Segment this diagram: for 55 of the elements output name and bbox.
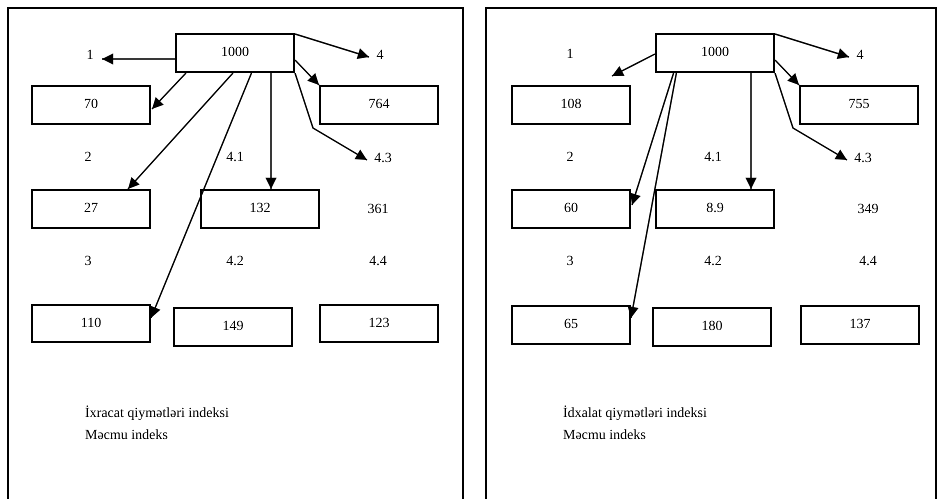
panel-caption: İxracat qiymətləri indeksi [85, 406, 229, 422]
arrow [294, 72, 368, 161]
value-label: 4.2 [703, 253, 723, 271]
arrow [774, 72, 848, 161]
value-box: 1000 [175, 33, 295, 73]
value-label: 4.4 [858, 253, 878, 271]
panel-caption: Məcmu indeks [85, 428, 168, 444]
value-box: 132 [200, 189, 320, 229]
value-box: 60 [511, 189, 631, 229]
value-box: 123 [319, 304, 439, 343]
panel-caption: İdxalat qiymətləri indeksi [563, 406, 707, 422]
arrow [774, 59, 800, 86]
arrow [265, 73, 277, 189]
index-label: 4 [850, 45, 870, 67]
arrow [745, 73, 757, 189]
panel-frame [485, 7, 937, 499]
arrow [127, 72, 234, 190]
value-label: 4.4 [368, 253, 388, 271]
index-label: 4.3 [848, 148, 878, 170]
value-box: 27 [31, 189, 151, 229]
value-box: 149 [173, 307, 293, 347]
arrow [151, 72, 187, 110]
value-box: 137 [800, 305, 920, 345]
arrow [102, 53, 175, 65]
value-box: 180 [652, 307, 772, 347]
arrow [612, 53, 656, 77]
value-label: 361 [366, 201, 390, 219]
index-label: 4.3 [368, 148, 398, 170]
arrow [630, 72, 674, 206]
value-box: 755 [799, 85, 919, 125]
value-box: 70 [31, 85, 151, 125]
index-label: 4 [370, 45, 390, 67]
value-label: 3 [84, 253, 92, 271]
arrow [294, 33, 370, 59]
index-label: 1 [80, 45, 100, 67]
value-box: 764 [319, 85, 439, 125]
value-box: 65 [511, 305, 631, 345]
value-label: 4.1 [703, 149, 723, 167]
value-box: 110 [31, 304, 151, 343]
arrow [774, 33, 850, 59]
arrow [150, 72, 252, 318]
value-box: 1000 [655, 33, 775, 73]
value-label: 4.1 [225, 149, 245, 167]
panel-frame [7, 7, 464, 499]
value-label: 349 [856, 201, 880, 219]
value-label: 3 [566, 253, 574, 271]
value-label: 4.2 [225, 253, 245, 271]
value-label: 2 [566, 149, 574, 167]
arrow [628, 72, 678, 318]
panel-caption: Məcmu indeks [563, 428, 646, 444]
value-box: 108 [511, 85, 631, 125]
arrow [294, 59, 320, 86]
value-label: 2 [84, 149, 92, 167]
value-label: 1 [566, 46, 574, 64]
value-box: 8.9 [655, 189, 775, 229]
